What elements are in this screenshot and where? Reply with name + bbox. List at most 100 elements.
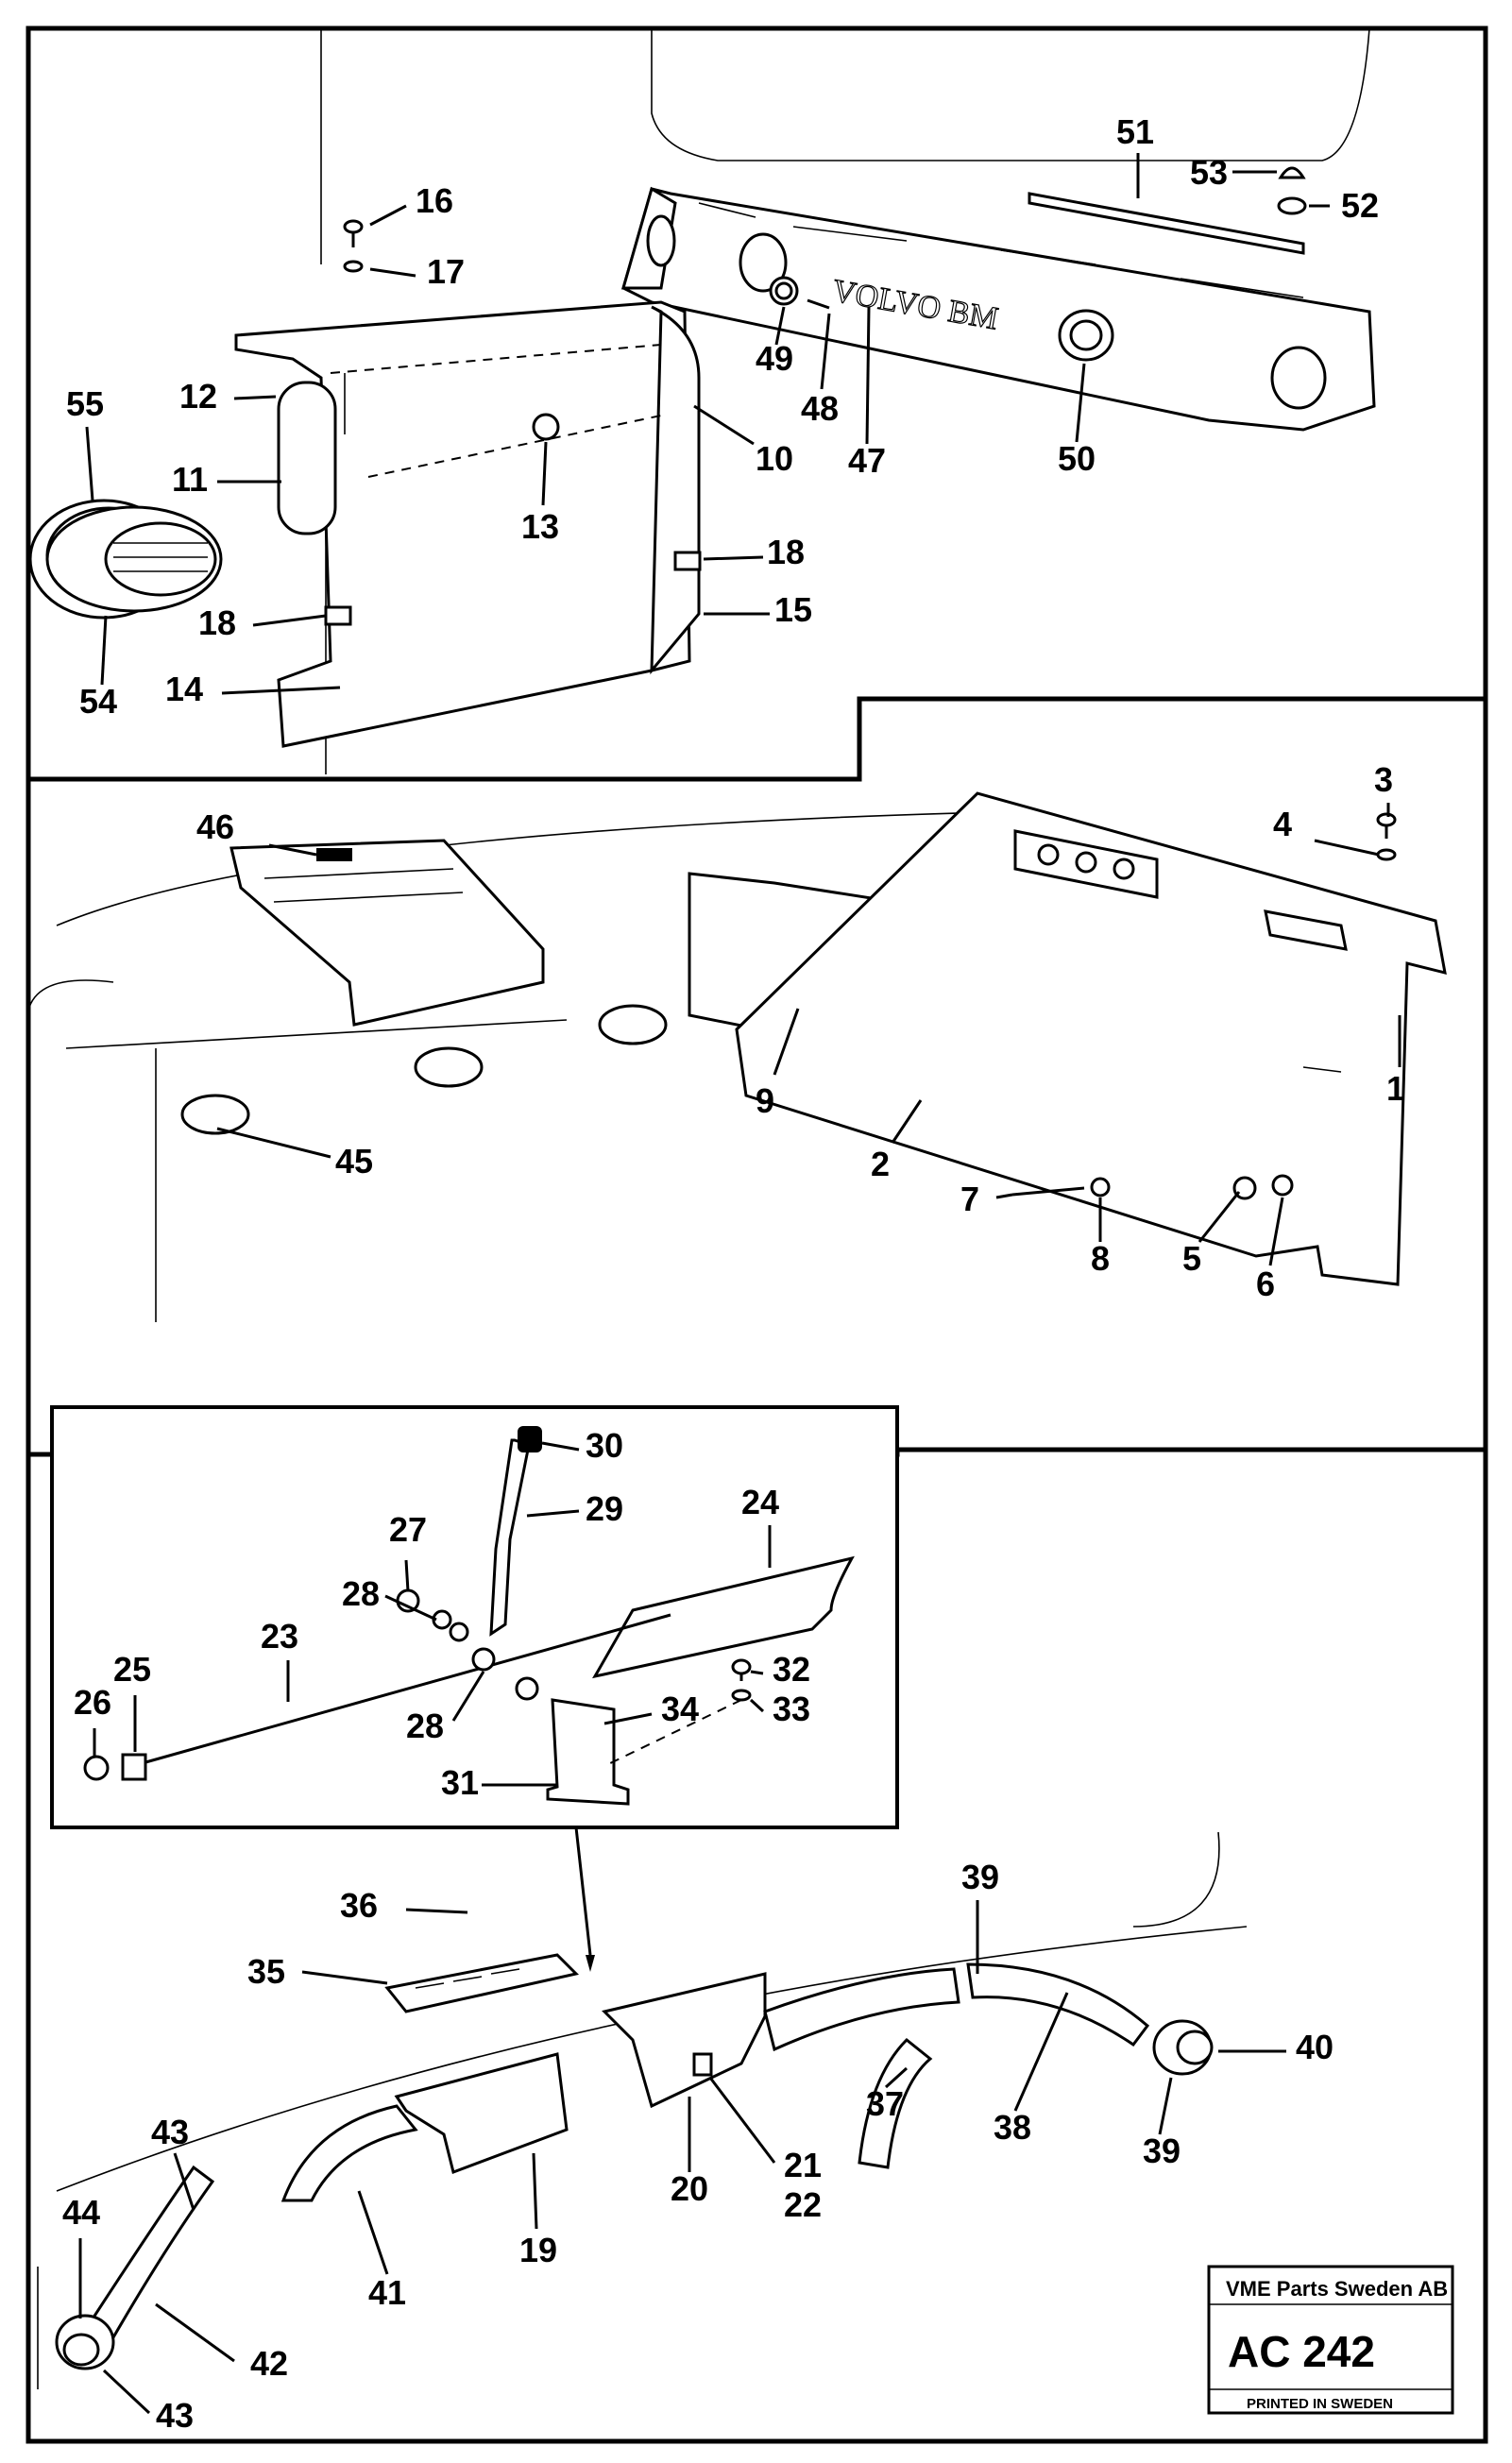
- leader-line-c33: [749, 1698, 765, 1713]
- callout-c18a: 18: [767, 533, 805, 571]
- leader-line-c10: [693, 404, 755, 446]
- callout-c43a: 43: [151, 2113, 189, 2151]
- callout-c3: 3: [1374, 760, 1393, 799]
- leader-line-c50: [1075, 363, 1086, 443]
- callout-c8: 8: [1091, 1239, 1110, 1278]
- leader-line-c42: [155, 2302, 235, 2363]
- callout-c45: 45: [335, 1142, 373, 1181]
- callout-c46: 46: [196, 807, 234, 846]
- leader-line-c12: [233, 395, 277, 400]
- callout-c38: 38: [994, 2108, 1031, 2147]
- callout-c16: 16: [416, 181, 453, 220]
- callout-c17: 17: [427, 252, 465, 291]
- leader-line-c46: [268, 843, 317, 857]
- callout-c28b: 28: [406, 1707, 444, 1745]
- callout-c28a: 28: [342, 1574, 380, 1613]
- callout-c24: 24: [741, 1483, 779, 1521]
- leader-line-c41: [357, 2190, 389, 2275]
- callout-c47: 47: [848, 441, 886, 480]
- callout-c55: 55: [66, 384, 104, 423]
- callout-c44: 44: [62, 2193, 100, 2232]
- leader-line-c32: [750, 1670, 764, 1675]
- callout-c29: 29: [586, 1489, 623, 1528]
- leader-line-c14: [221, 686, 341, 695]
- leader-line-c47: [865, 306, 871, 445]
- leader-line-c43b: [102, 2369, 151, 2415]
- callout-c1: 1: [1386, 1069, 1405, 1108]
- callout-c31: 31: [441, 1763, 479, 1802]
- callout-c7: 7: [960, 1180, 979, 1218]
- callout-c34: 34: [661, 1690, 699, 1728]
- callout-c39a: 39: [961, 1858, 999, 1896]
- callout-c30: 30: [586, 1426, 623, 1465]
- leader-line-c55: [85, 426, 94, 501]
- leader-line-c34: [603, 1712, 653, 1725]
- callout-c48: 48: [801, 389, 839, 428]
- side-panel-14: [234, 28, 702, 774]
- callout-c50: 50: [1058, 439, 1096, 478]
- callout-c52: 52: [1341, 186, 1379, 225]
- leader-line-c43a: [173, 2152, 195, 2211]
- callout-c19: 19: [519, 2231, 557, 2269]
- leader-line-c27: [404, 1559, 410, 1592]
- callout-c6: 6: [1256, 1265, 1275, 1303]
- callout-c18b: 18: [198, 603, 236, 642]
- drawing-code: AC 242: [1228, 2327, 1375, 2376]
- leader-line-c5: [1198, 1191, 1241, 1243]
- inset-control-lever: [50, 1405, 899, 1829]
- callout-c32: 32: [773, 1650, 810, 1689]
- leader-line-c48: [820, 313, 831, 390]
- callout-c26: 26: [74, 1683, 111, 1722]
- printed-notice: PRINTED IN SWEDEN: [1247, 2396, 1393, 2412]
- leader-line-c29: [526, 1509, 580, 1518]
- title-block: VME Parts Sweden AB AC 242 PRINTED IN SW…: [1207, 2265, 1454, 2415]
- leader-line-c2: [891, 1099, 923, 1144]
- leader-line-c49: [774, 306, 786, 346]
- leader-line-c36: [405, 1908, 468, 1914]
- leader-line-c7: [995, 1193, 1013, 1199]
- leader-line-c54: [100, 615, 108, 686]
- leader-line-c39b: [1158, 2077, 1173, 2135]
- leader-line-c13: [541, 441, 548, 506]
- leader-line-c30: [541, 1441, 580, 1452]
- callout-c54: 54: [79, 682, 117, 721]
- callout-c36: 36: [340, 1886, 378, 1925]
- air-grille-55: [28, 499, 223, 620]
- leader-line-c38: [1013, 1992, 1069, 2112]
- callout-c33: 33: [773, 1690, 810, 1728]
- callout-c42: 42: [250, 2344, 288, 2383]
- callout-c51: 51: [1116, 112, 1154, 151]
- callout-c10: 10: [756, 439, 793, 478]
- callout-c49: 49: [756, 339, 793, 378]
- callout-c22: 22: [784, 2185, 822, 2224]
- leader-line-c16: [369, 204, 407, 227]
- leader-line-c4: [1314, 839, 1380, 857]
- leader-line-c37: [884, 2066, 909, 2089]
- callout-c9: 9: [756, 1081, 774, 1120]
- company-name: VME Parts Sweden AB: [1226, 2277, 1448, 2301]
- callout-c35: 35: [247, 1952, 285, 1991]
- callout-c39b: 39: [1143, 2132, 1181, 2170]
- callout-c27: 27: [389, 1510, 427, 1549]
- callout-c43b: 43: [156, 2396, 194, 2435]
- leader-line-c35: [301, 1970, 388, 1985]
- inset-pointer-arrow: [574, 1826, 592, 1956]
- callout-c40: 40: [1296, 2028, 1334, 2066]
- callout-c13: 13: [521, 507, 559, 546]
- callout-c53: 53: [1190, 153, 1228, 192]
- callout-c12: 12: [179, 377, 217, 416]
- leader-line-c28a: [384, 1594, 437, 1622]
- leader-line-c28b: [451, 1671, 485, 1722]
- leader-line-c18b: [252, 614, 327, 627]
- callout-c37: 37: [866, 2084, 904, 2123]
- callout-c15: 15: [774, 590, 812, 629]
- middle-assembly: [27, 791, 1447, 1322]
- bottom-ducting: [37, 1831, 1248, 2389]
- dashboard-panel-47: VOLVO BM: [621, 27, 1376, 432]
- callout-c21: 21: [784, 2146, 822, 2184]
- callout-c2: 2: [871, 1145, 890, 1183]
- leader-line-c19: [532, 2152, 538, 2230]
- callout-c5: 5: [1182, 1239, 1201, 1278]
